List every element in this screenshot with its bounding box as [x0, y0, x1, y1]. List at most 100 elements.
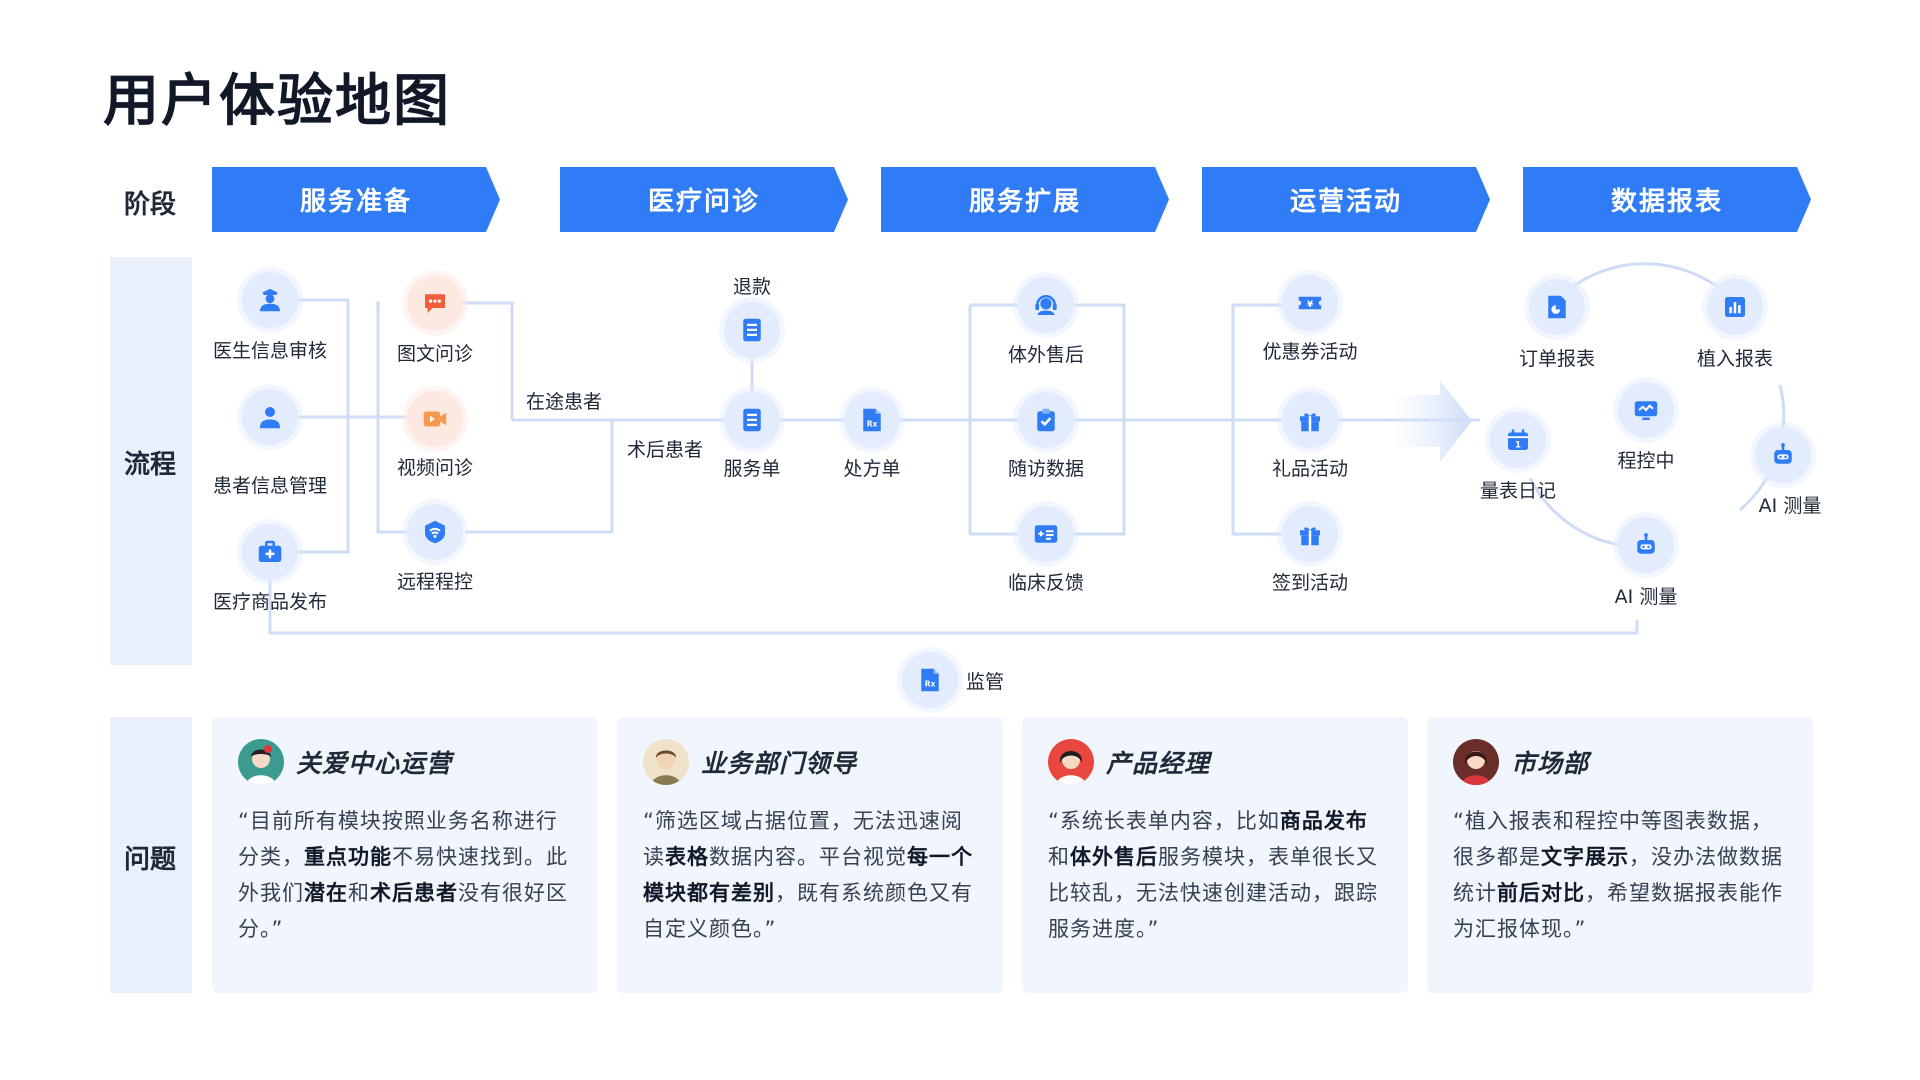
quote-text: ，希望数据报表能作为汇报体现。” [1453, 881, 1783, 941]
document-icon [743, 408, 761, 432]
svg-text:Rx: Rx [867, 419, 878, 428]
svg-text:Rx: Rx [925, 679, 936, 688]
document-icon [743, 318, 761, 342]
monitor-icon [1634, 401, 1658, 420]
card-quote: “筛选区域占据位置，无法迅速阅读表格数据内容。平台视觉每一个模块都有差别，既有系… [643, 803, 983, 947]
stage-medical-consult[interactable]: 医疗问诊 [560, 167, 848, 232]
node-followup[interactable] [1018, 392, 1074, 448]
label-prescription: 处方单 [843, 458, 901, 480]
doctor-icon [260, 288, 280, 312]
node-order-report[interactable] [1529, 279, 1585, 335]
quote-text: “目前所有模块按照业务名称进行分类， [238, 809, 558, 869]
row-label-issue: 问题 [124, 845, 177, 875]
avatar [238, 739, 284, 785]
clipboard-check-icon [1037, 408, 1055, 432]
coupon-icon: ¥ [1298, 296, 1322, 310]
node-ai-measure-bottom[interactable] [1618, 517, 1674, 573]
label-after-sales: 体外售后 [1007, 344, 1085, 366]
node-patient-manage[interactable] [242, 389, 298, 445]
quote-text: “系统长表单内容，比如 [1048, 809, 1280, 833]
label-implant-report: 植入报表 [1696, 348, 1774, 370]
node-supervise[interactable]: Rx [902, 652, 958, 708]
label-refund: 退款 [732, 276, 772, 298]
issue-card-care-center: 关爱中心运营 “目前所有模块按照业务名称进行分类，重点功能不易快速找到。此外我们… [212, 717, 598, 993]
label-coupon: 优惠券活动 [1262, 341, 1358, 363]
issue-card-marketing: 市场部 “植入报表和程控中等图表数据，很多都是文字展示，没办法做数据统计前后对比… [1427, 717, 1813, 993]
node-product-publish[interactable] [242, 524, 298, 580]
quote-emphasis: 每一个模块都有差别 [643, 845, 973, 905]
label-video-consult: 视频问诊 [396, 457, 474, 479]
svg-text:1: 1 [1515, 441, 1521, 451]
robot-icon [1637, 533, 1655, 554]
page-title: 用户体验地图 [103, 69, 451, 134]
quote-text: “筛选区域占据位置，无法迅速阅读 [643, 809, 963, 869]
stage-data-report[interactable]: 数据报表 [1523, 167, 1811, 232]
card-title: 业务部门领导 [701, 749, 858, 778]
row-label-stage: 阶段 [124, 190, 177, 220]
bar-chart-icon [1725, 297, 1745, 317]
prescription-icon: Rx [921, 668, 939, 692]
card-quote: “目前所有模块按照业务名称进行分类，重点功能不易快速找到。此外我们潜在和术后患者… [238, 803, 578, 947]
node-checkin[interactable] [1282, 506, 1338, 562]
stage-service-expand[interactable]: 服务扩展 [881, 167, 1169, 232]
quote-emphasis: 潜在 [304, 881, 348, 905]
node-prescription[interactable]: Rx [844, 392, 900, 448]
avatar [1453, 739, 1499, 785]
issue-card-product-manager: 产品经理 “系统长表单内容，比如商品发布和体外售后服务模块，表单很长又比较乱，无… [1022, 717, 1408, 993]
label-gift: 礼品活动 [1271, 458, 1349, 480]
node-text-consult[interactable] [407, 275, 463, 331]
node-video-consult[interactable] [407, 391, 463, 447]
quote-text: 数据内容。平台视觉 [709, 845, 907, 869]
user-icon [260, 407, 280, 429]
label-order-report: 订单报表 [1518, 348, 1596, 370]
node-refund[interactable] [724, 302, 780, 358]
node-remote-control[interactable] [407, 504, 463, 560]
quote-text: 和 [1048, 845, 1070, 869]
label-dose-diary: 量表日记 [1479, 480, 1557, 502]
node-controlling[interactable] [1618, 382, 1674, 438]
label-service-order: 服务单 [723, 458, 781, 480]
label-ai-measure-right: AI 测量 [1758, 495, 1822, 517]
prescription-icon: Rx [863, 408, 881, 432]
label-patient-manage: 患者信息管理 [212, 475, 328, 497]
issue-row-bar [110, 717, 192, 993]
issue-card-business-lead: 业务部门领导 “筛选区域占据位置，无法迅速阅读表格数据内容。平台视觉每一个模块都… [617, 717, 1003, 993]
node-coupon[interactable]: ¥ [1282, 275, 1338, 331]
quote-emphasis: 文字展示 [1541, 845, 1629, 869]
avatar [1048, 739, 1094, 785]
label-text-consult: 图文问诊 [396, 343, 474, 365]
node-clinical[interactable] [1018, 506, 1074, 562]
gift-icon [1300, 527, 1320, 546]
card-quote: “系统长表单内容，比如商品发布和体外售后服务模块，表单很长又比较乱，无法快速创建… [1048, 803, 1388, 947]
label-followup: 随访数据 [1007, 458, 1085, 480]
stage-service-prep[interactable]: 服务准备 [212, 167, 500, 232]
label-clinical: 临床反馈 [1007, 572, 1085, 594]
headset-icon [1035, 295, 1057, 315]
gift-icon [1300, 413, 1320, 432]
quote-emphasis: 商品发布 [1279, 809, 1368, 833]
node-after-sales[interactable] [1018, 277, 1074, 333]
stage-operations[interactable]: 运营活动 [1202, 167, 1490, 232]
node-service-order[interactable] [724, 392, 780, 448]
quote-emphasis: 重点功能 [304, 845, 392, 869]
robot-icon [1774, 443, 1792, 464]
label-remote-control: 远程程控 [396, 571, 474, 593]
node-dose-diary[interactable]: 1 [1490, 412, 1546, 468]
node-ai-measure-right[interactable] [1755, 427, 1811, 483]
label-supervise: 监管 [966, 671, 1005, 693]
medical-kit-icon [258, 540, 282, 562]
quote-text: “植入报表和程控中等图表数据，很多都是 [1453, 809, 1773, 869]
flow-row-bar [110, 257, 192, 665]
node-doctor-review[interactable] [242, 272, 298, 328]
card-quote: “植入报表和程控中等图表数据，很多都是文字展示，没办法做数据统计前后对比，希望数… [1453, 803, 1793, 947]
node-implant-report[interactable] [1707, 279, 1763, 335]
video-camera-icon [423, 411, 447, 427]
feedback-card-icon [1034, 525, 1058, 543]
quote-text: 没有很好区分。” [238, 881, 568, 941]
quote-emphasis: 体外售后 [1070, 845, 1158, 869]
node-gift[interactable] [1282, 392, 1338, 448]
label-checkin: 签到活动 [1271, 572, 1349, 594]
quote-emphasis: 表格 [665, 845, 709, 869]
quote-text: 和 [348, 881, 370, 905]
label-ai-measure-bottom: AI 测量 [1614, 586, 1678, 608]
